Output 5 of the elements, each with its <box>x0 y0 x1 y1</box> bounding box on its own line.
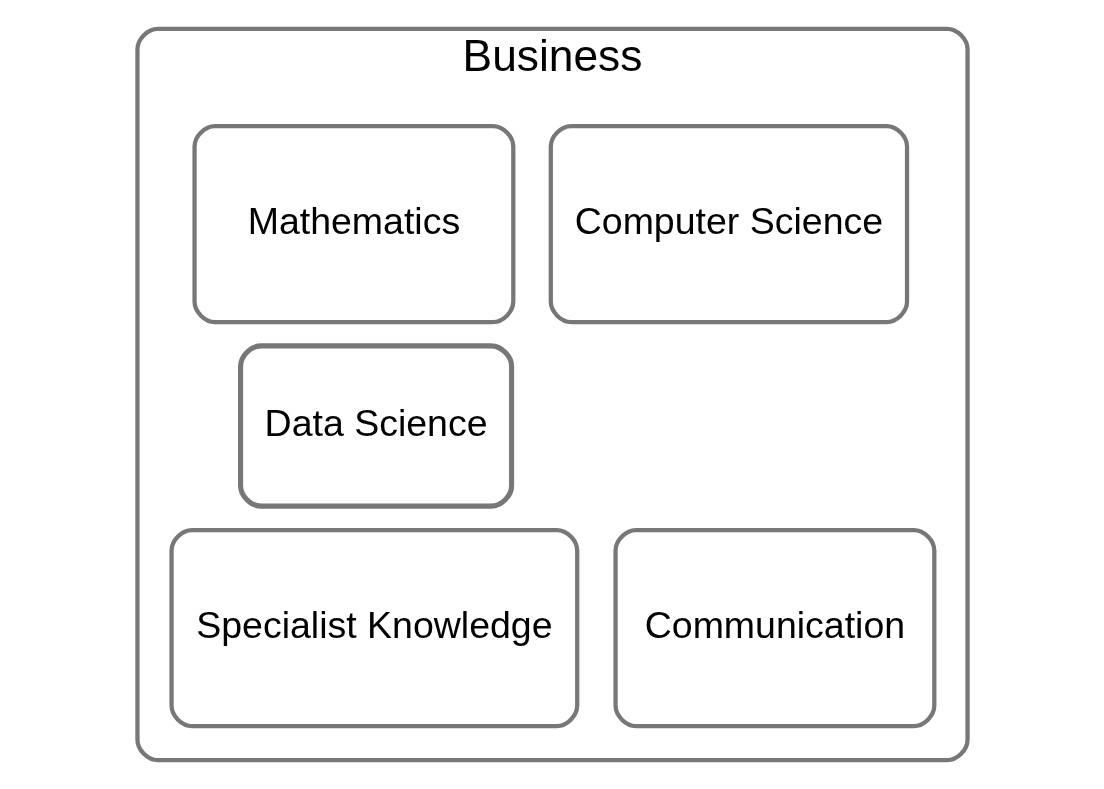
node-box: Specialist Knowledge <box>168 527 579 729</box>
node-box: Computer Science <box>548 123 909 325</box>
node-box: Data Science <box>237 343 514 509</box>
node-box: Communication <box>612 527 936 729</box>
node-box: Mathematics <box>191 123 515 325</box>
